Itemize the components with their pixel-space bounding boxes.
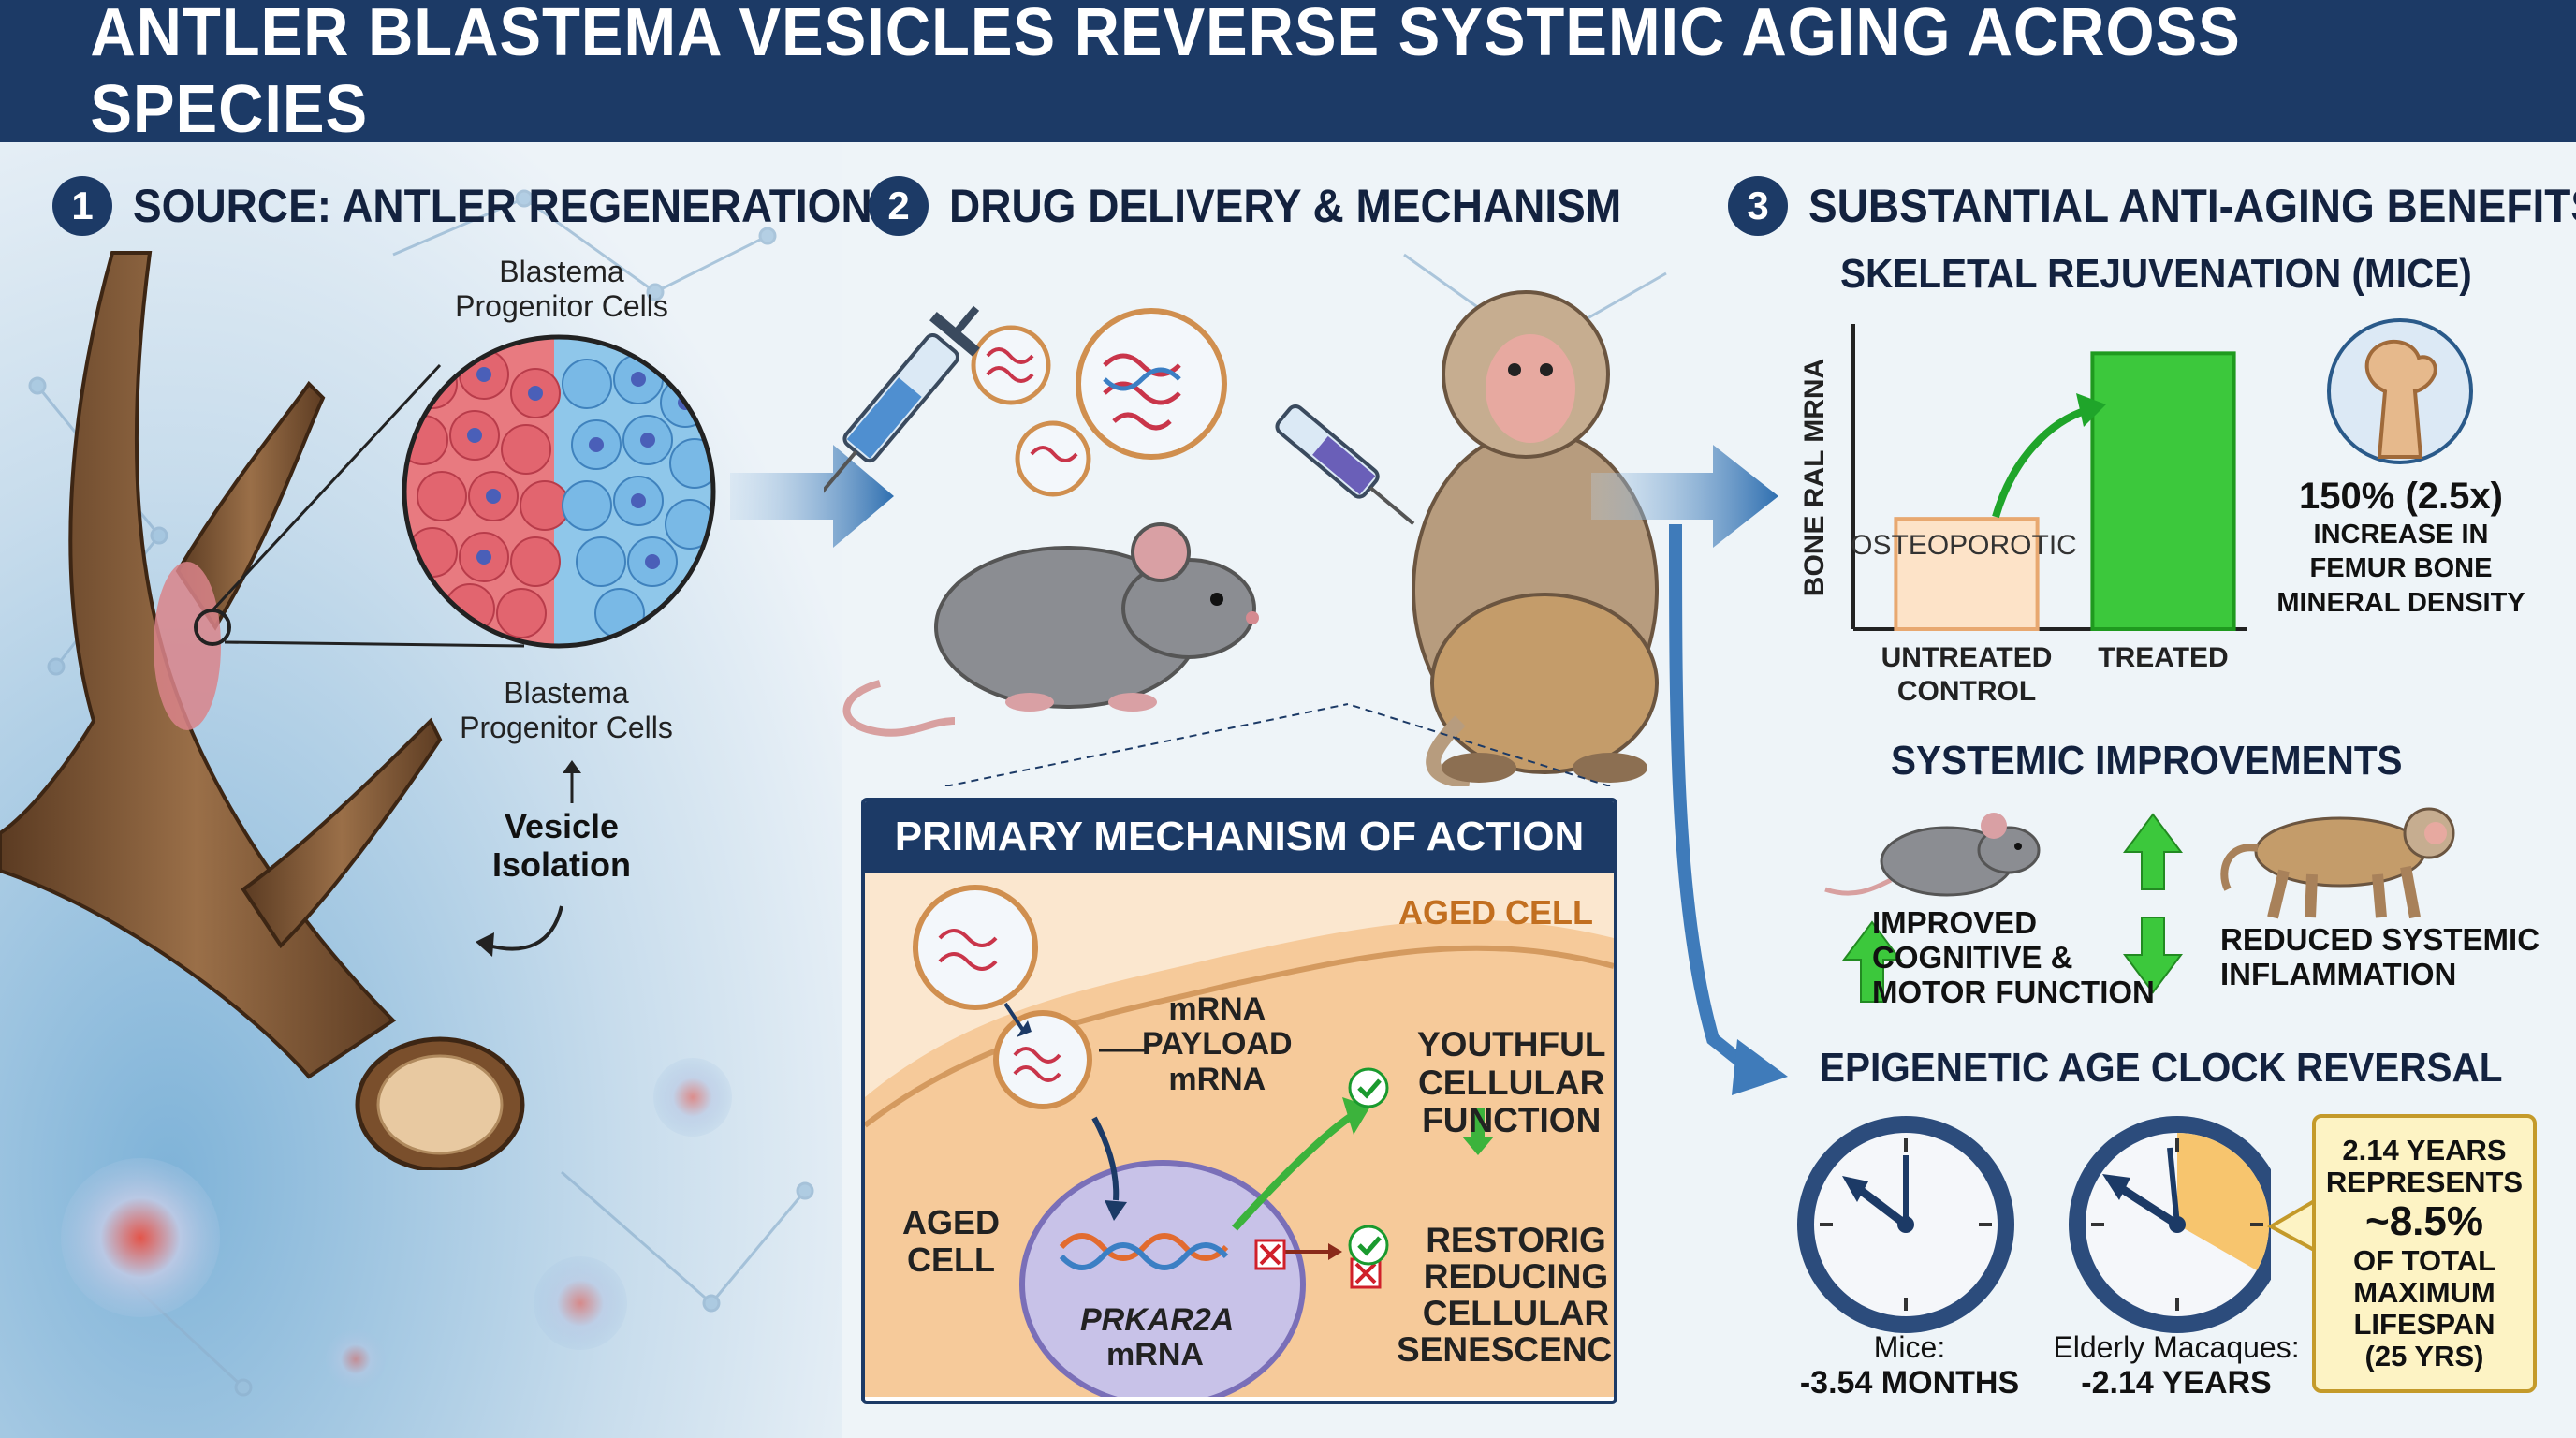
- antler-tine: [241, 717, 443, 949]
- epigenetic-title: EPIGENETIC AGE CLOCK REVERSAL: [1820, 1045, 2503, 1091]
- skeletal-title: SKELETAL REJUVENATION (MICE): [1840, 251, 2472, 297]
- up-arrow-icon: [2123, 813, 2183, 890]
- section-1-header: 1 SOURCE: ANTLER REGENERATION: [52, 176, 936, 236]
- section-2-header: 2 DRUG DELIVERY & MECHANISM: [869, 176, 1680, 236]
- flow-arrow-icon: [730, 445, 894, 548]
- check-icon: [1348, 1067, 1389, 1108]
- page-title: ANTLER BLASTEMA VESICLES REVERSE SYSTEMI…: [90, 0, 2241, 147]
- clock-icon-mice: [1797, 1116, 2014, 1333]
- mice-value: -3.54 MONTHS: [1799, 1364, 2020, 1401]
- gene-suffix: mRNA: [1106, 1337, 1204, 1373]
- vesicle-isolation-label: Vesicle Isolation: [491, 807, 631, 885]
- mechanism-header: PRIMARY MECHANISM OF ACTION: [865, 801, 1614, 873]
- chart-category-label: TREATED: [2098, 642, 2228, 673]
- chart-y-label: BONE RAL MRNA: [1799, 359, 1830, 596]
- antler-illustration: [0, 251, 525, 1170]
- section-3-number: 3: [1728, 176, 1788, 236]
- mechanism-panel: PRIMARY MECHANISM OF ACTION AGED CELL AG…: [861, 798, 1617, 1404]
- macaque-value: -2.14 YEARS: [2081, 1364, 2272, 1401]
- section-2-title: DRUG DELIVERY & MECHANISM: [949, 180, 1622, 232]
- check-icon: [1348, 1225, 1389, 1266]
- callout-top: 2.14 YEARS REPRESENTS: [2325, 1133, 2524, 1198]
- systemic-illustration: [1824, 807, 2455, 1003]
- syringe-icon: [824, 305, 980, 496]
- blastema-label-top: Blastema Progenitor Cells: [455, 255, 668, 323]
- section-1-title: SOURCE: ANTLER REGENERATION: [133, 180, 872, 232]
- youthful-function-label: YOUTHFUL CELLULAR FUNCTION: [1417, 1025, 1606, 1140]
- title-bar: ANTLER BLASTEMA VESICLES REVERSE SYSTEMI…: [0, 0, 2576, 147]
- restoring-label: RESTORIG REDUCING CELLULAR SENESCENCE: [1397, 1221, 1617, 1369]
- bone-stat-desc: INCREASE IN FEMUR BONE MINERAL DENSITY: [2276, 520, 2525, 618]
- curved-arrow-icon: [476, 905, 564, 957]
- section-3-title: SUBSTANTIAL ANTI-AGING BENEFITS: [1808, 180, 2576, 232]
- down-arrow-icon: [2123, 917, 2183, 994]
- section-3-header: 3 SUBSTANTIAL ANTI-AGING BENEFITS: [1728, 176, 2576, 236]
- bar-annotation: OSTEOPOROTIC: [1851, 530, 2077, 561]
- aged-cell-label-left: AGED CELL: [902, 1203, 1001, 1279]
- macaque-icon: [2220, 807, 2455, 919]
- callout-bottom: OF TOTAL MAXIMUM LIFESPAN (25 YRS): [2352, 1243, 2496, 1373]
- blastema-label-bottom: Blastema Progenitor Cells: [460, 676, 673, 744]
- vesicle-icon: [1076, 308, 1227, 460]
- vesicle-icon: [913, 885, 1038, 1010]
- section-2-number: 2: [869, 176, 929, 236]
- clocks: [1797, 1116, 2271, 1333]
- mice-label: Mice:: [1873, 1330, 1946, 1364]
- bone-stat-value: 150% (2.5x): [2299, 476, 2503, 517]
- chart-bar: [1894, 517, 2040, 631]
- section-1-number: 1: [52, 176, 112, 236]
- gene-name: PRKAR2A: [1080, 1302, 1235, 1338]
- vesicle-icon: [971, 325, 1051, 405]
- payload-label: mRNA PAYLOAD mRNA: [1142, 991, 1293, 1097]
- lifespan-callout: 2.14 YEARS REPRESENTS ~8.5% OF TOTAL MAX…: [2312, 1114, 2537, 1393]
- flow-arrow-icon: [1591, 445, 1788, 1095]
- macaque-clock-label: Elderly Macaques: -2.14 YEARS: [2031, 1330, 2321, 1401]
- x-mark-icon: [1254, 1239, 1286, 1270]
- nucleus: [1019, 1160, 1306, 1397]
- femur-icon: [2327, 318, 2473, 464]
- up-arrow-icon: [1842, 920, 1902, 1003]
- gene-label: PRKAR2A mRNA: [1080, 1302, 1235, 1373]
- systemic-title: SYSTEMIC IMPROVEMENTS: [1891, 738, 2403, 784]
- antler-tine: [175, 380, 326, 631]
- chart-category-label: UNTREATED: [1881, 642, 2053, 673]
- syringe-icon: [1275, 404, 1415, 525]
- bone-stat-block: 150% (2.5x) INCREASE IN FEMUR BONE MINER…: [2265, 476, 2537, 620]
- antler-beam: [0, 251, 397, 1079]
- chart-category-label: CONTROL: [1897, 676, 2036, 707]
- macaque-label: Elderly Macaques:: [2053, 1330, 2300, 1364]
- aged-cell-label-top: AGED CELL: [1398, 893, 1593, 932]
- blastema-region: [154, 562, 221, 730]
- mouse-icon: [842, 522, 1259, 737]
- mice-clock-label: Mice: -3.54 MONTHS: [1778, 1330, 2041, 1401]
- mouse-icon: [1824, 813, 2041, 897]
- reduced-inflammation-label: REDUCED SYSTEMIC INFLAMMATION: [2220, 922, 2540, 991]
- chart-bar: [2090, 351, 2236, 631]
- vesicle-icon: [1015, 420, 1091, 497]
- clock-icon-macaques: [2069, 1116, 2271, 1333]
- callout-percent: ~8.5%: [2365, 1197, 2483, 1244]
- up-arrow-icon: [563, 760, 581, 803]
- cells-zoom-circle: [402, 334, 716, 649]
- mechanism-diagram: [865, 873, 1614, 1397]
- improved-function-label: IMPROVED COGNITIVE & MOTOR FUNCTION: [1872, 905, 2155, 1009]
